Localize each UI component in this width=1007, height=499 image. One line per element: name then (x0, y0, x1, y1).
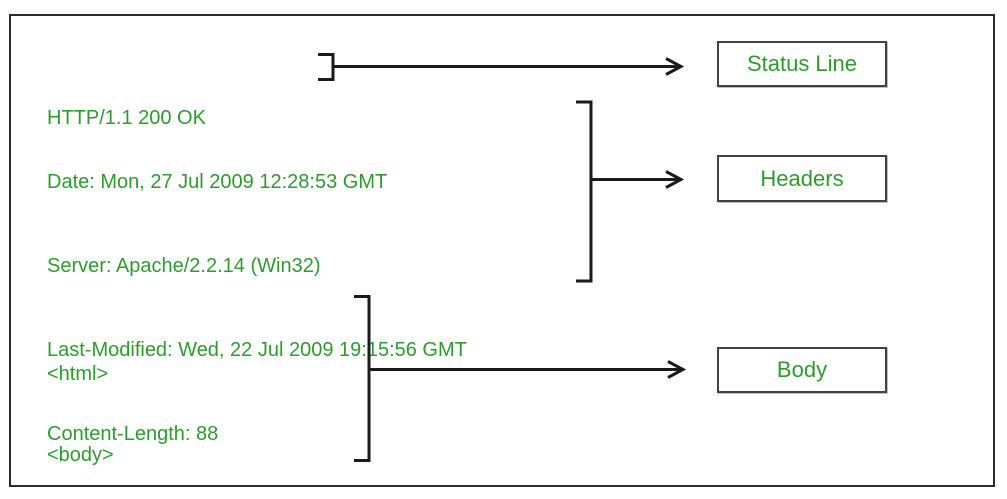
body-label: Body (776, 357, 828, 382)
body-line-body-open: <body> (47, 444, 114, 467)
headers-label: Headers (760, 165, 844, 191)
http-headers-text: Date: Mon, 27 Jul 2009 12:28:53 GMT Serv… (47, 112, 467, 499)
header-line-date: Date: Mon, 27 Jul 2009 12:28:53 GMT (47, 171, 388, 193)
header-line-server: Server: Apache/2.2.14 (Win32) (47, 255, 321, 277)
body-line-html-open: <html> (47, 362, 109, 385)
body-label-box: Body (717, 347, 887, 393)
http-body-text: <html> <body> <h1>Hello, World!</h1> </b… (47, 306, 258, 499)
diagram-frame (9, 14, 995, 487)
header-line-last-modified: Last-Modified: Wed, 22 Jul 2009 19:15:56… (47, 339, 467, 361)
status-line-label: Status Line (746, 51, 858, 76)
header-line-content-length: Content-Length: 88 (47, 423, 219, 445)
status-line-label-box: Status Line (717, 41, 887, 87)
status-line-value: HTTP/1.1 200 OK (47, 107, 206, 129)
headers-label-box: Headers (717, 155, 887, 202)
http-status-line-text: HTTP/1.1 200 OK (47, 58, 206, 178)
